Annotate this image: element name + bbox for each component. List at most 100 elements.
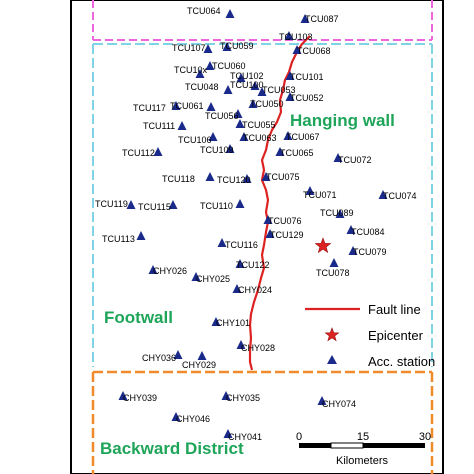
station-triangle-icon: [195, 69, 205, 78]
station-triangle-icon: [285, 92, 295, 101]
station-label: TCU100: [230, 80, 264, 90]
station-triangle-icon: [275, 147, 285, 156]
station-triangle-icon: [205, 172, 215, 181]
station-triangle-icon: [232, 284, 242, 293]
station-triangle-icon: [225, 144, 235, 153]
station-label: TCU115: [138, 202, 171, 212]
station-label: TCU129: [270, 230, 304, 240]
legend-fault-label: Fault line: [368, 302, 421, 317]
station-triangle-icon: [235, 259, 245, 268]
region-label-hanging-wall: Hanging wall: [290, 111, 395, 130]
station-triangle-icon: [305, 186, 315, 195]
station-label: TCU102: [230, 71, 264, 81]
station-label: TCU063: [243, 133, 277, 143]
station-label: TCU087: [305, 14, 339, 24]
station-triangle-icon: [168, 200, 178, 209]
station-triangle-icon: [171, 101, 181, 110]
station-label: TCU122: [236, 260, 270, 270]
station-label: TCU050: [250, 99, 284, 109]
station-label: TCU067: [286, 132, 320, 142]
station-label: TCU071: [303, 190, 337, 200]
station-triangle-icon: [285, 71, 295, 80]
station-label: TCU103: [279, 32, 313, 42]
station-triangle-icon: [333, 153, 343, 162]
station-label: CHY029: [182, 360, 216, 370]
region-label-footwall: Footwall: [104, 308, 173, 327]
station-triangle-icon: [206, 102, 216, 111]
station-label: CHY028: [241, 343, 275, 353]
station-triangle-icon: [126, 200, 136, 209]
scale-bar-segment-1: [299, 443, 331, 448]
station-triangle-icon: [211, 317, 221, 326]
scale-bar-segment-3: [363, 443, 425, 448]
station-label: CHY035: [226, 393, 260, 403]
station-triangle-icon: [191, 272, 201, 281]
station-triangle-icon: [222, 42, 232, 51]
station-label: TCU078: [316, 268, 350, 278]
station-label: TCU111: [143, 121, 175, 131]
station-label: CHY024: [238, 285, 272, 295]
station-triangle-icon: [203, 44, 213, 53]
station-triangle-icon: [235, 199, 245, 208]
station-label: TCU064: [187, 6, 221, 16]
station-label: TCU116: [225, 240, 258, 250]
station-label: TCU065: [280, 148, 314, 158]
station-label: TCU053: [262, 85, 296, 95]
station-triangle-icon: [217, 238, 227, 247]
station-label: CHY039: [123, 393, 157, 403]
station-triangle-icon: [171, 412, 181, 421]
map-frame: [70, 0, 444, 474]
station-label: TCU059: [220, 41, 254, 51]
station-label: TCU107: [172, 43, 206, 53]
station-label: TCU10x: [174, 65, 208, 75]
station-label: CHY026: [153, 266, 187, 276]
station-label: TCU089: [320, 208, 354, 218]
station-triangle-icon: [221, 391, 231, 400]
station-triangle-icon: [208, 132, 218, 141]
station-triangle-icon: [236, 340, 246, 349]
legend-epicenter-star-icon: [324, 327, 340, 342]
station-triangle-icon: [284, 31, 294, 40]
station-triangle-icon: [335, 209, 345, 218]
station-label: TCU056: [205, 111, 239, 121]
legend-station-triangle-icon: [327, 355, 337, 364]
station-triangle-icon: [346, 225, 356, 234]
station-label: TCU060: [212, 61, 246, 71]
station-label: TCU052: [290, 93, 324, 103]
station-triangle-icon: [257, 87, 267, 96]
station-label: TCU120: [217, 175, 251, 185]
station-triangle-icon: [118, 391, 128, 400]
station-label: TCU118: [162, 174, 195, 184]
station-triangle-icon: [136, 231, 146, 240]
station-triangle-icon: [300, 14, 310, 23]
station-label: TCU106: [178, 135, 212, 145]
station-triangle-icon: [239, 132, 249, 141]
station-label: TCU072: [338, 155, 372, 165]
station-triangle-icon: [177, 121, 187, 130]
station-label: TCU055: [242, 120, 276, 130]
station-label: TCU112: [122, 148, 155, 158]
station-label: TCU101: [290, 72, 324, 82]
station-label: TCU084: [351, 227, 385, 237]
station-label: TCU061: [170, 101, 204, 111]
scale-bar: 0 15 30 Kilometers: [296, 431, 431, 467]
station-triangle-icon: [233, 109, 243, 118]
station-label: CHY074: [322, 399, 356, 409]
station-triangle-icon: [223, 85, 233, 94]
zone-boundaries: [91, 0, 434, 474]
scale-bar-segment-2: [330, 442, 364, 449]
station-triangle-icon: [223, 429, 233, 438]
station-label: CHY101: [216, 318, 250, 328]
station-triangle-icon: [329, 258, 339, 267]
station-triangle-icon: [235, 119, 245, 128]
epicenter-star-icon: [314, 237, 332, 254]
station-triangle-icon: [378, 190, 388, 199]
station-triangle-icon: [236, 73, 246, 82]
station-label: TCU117: [133, 103, 166, 113]
station-triangle-icon: [292, 45, 302, 54]
station-label: CHY036: [142, 353, 176, 363]
region-label-backward: Backward District: [100, 439, 244, 458]
scale-tick-0: 0: [296, 431, 302, 443]
station-label: CHY041: [228, 432, 262, 442]
